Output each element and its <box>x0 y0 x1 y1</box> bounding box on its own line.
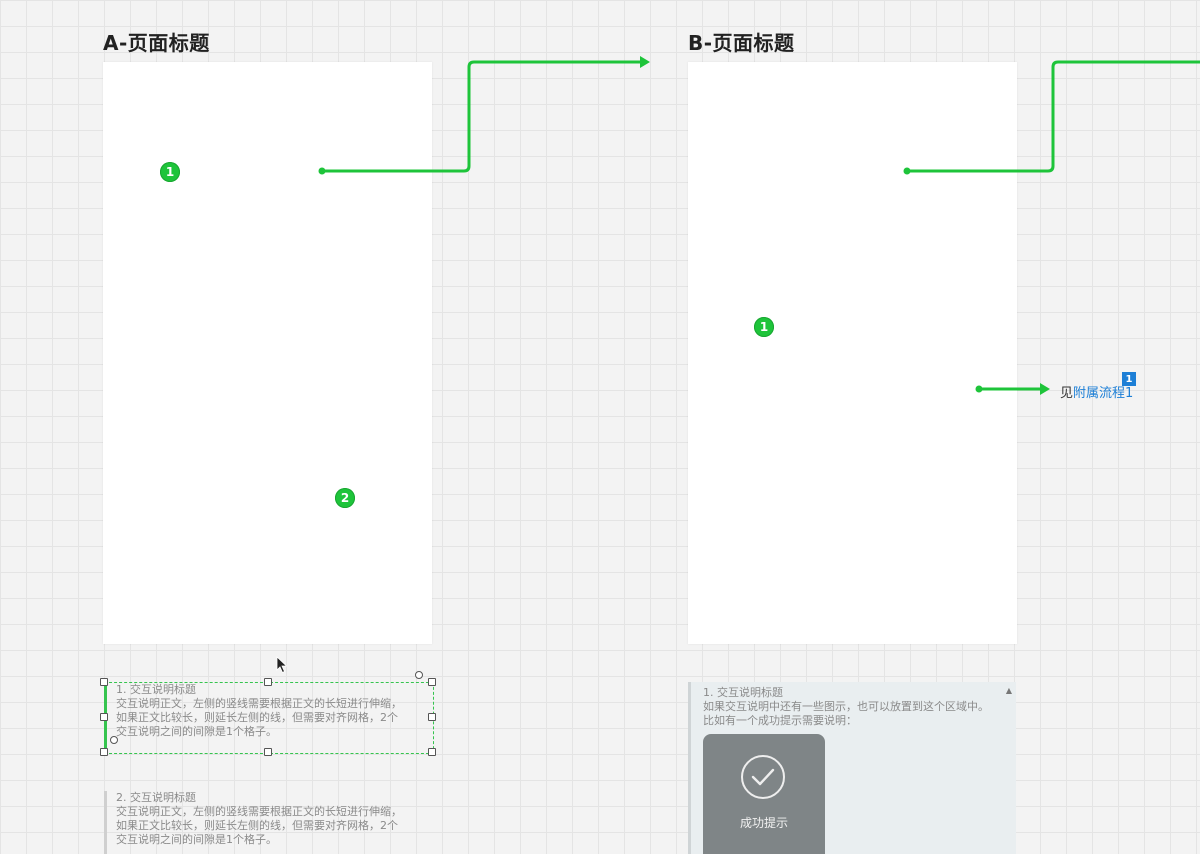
marker-b-1[interactable]: 1 <box>754 317 774 337</box>
note-body-line: 如果交互说明中还有一些图示，也可以放置到这个区域中。 <box>703 700 989 713</box>
mouse-cursor-icon <box>276 656 288 674</box>
page-title-b: B-页面标题 <box>688 31 795 55</box>
resize-handle-bottom-left[interactable] <box>100 748 108 756</box>
scroll-up-icon[interactable]: ▲ <box>1005 686 1012 695</box>
resize-handle-bottom-right[interactable] <box>428 748 436 756</box>
note-a-2[interactable]: 2. 交互说明标题 交互说明正文，左侧的竖线需要根据正文的长短进行伸缩， 如果正… <box>104 791 434 854</box>
check-circle-icon <box>741 755 785 799</box>
anchor-handle[interactable] <box>110 736 118 744</box>
page-frame-a[interactable] <box>103 62 432 644</box>
note-body-line: 交互说明正文，左侧的竖线需要根据正文的长短进行伸缩， <box>116 697 402 710</box>
toast-text: 成功提示 <box>739 816 788 830</box>
note-body-line: 交互说明之间的间隙是1个格子。 <box>116 833 277 846</box>
note-a-1[interactable]: 1. 交互说明标题 交互说明正文，左侧的竖线需要根据正文的长短进行伸缩， 如果正… <box>104 683 434 753</box>
note-b-1[interactable]: ▲ 1. 交互说明标题 如果交互说明中还有一些图示，也可以放置到这个区域中。 比… <box>688 682 1016 854</box>
note-body-line: 如果正文比较长，则延长左侧的线，但需要对齐网格，2个 <box>116 711 398 724</box>
note-body-line: 交互说明之间的间隙是1个格子。 <box>116 725 277 738</box>
note-body-line: 交互说明正文，左侧的竖线需要根据正文的长短进行伸缩， <box>116 805 402 818</box>
resize-handle-top[interactable] <box>264 678 272 686</box>
marker-a-2[interactable]: 2 <box>335 488 355 508</box>
footnote-badge[interactable]: 1 <box>1122 372 1136 386</box>
resize-handle-top-right[interactable] <box>428 678 436 686</box>
note-title: 2. 交互说明标题 <box>116 791 196 804</box>
note-body-line: 比如有一个成功提示需要说明： <box>703 714 857 727</box>
resize-handle-left[interactable] <box>100 713 108 721</box>
page-title-a: A-页面标题 <box>103 31 210 55</box>
resize-handle-bottom[interactable] <box>264 748 272 756</box>
subflow-link[interactable]: 见附属流程1 <box>1060 382 1133 401</box>
rotate-handle[interactable] <box>415 671 423 679</box>
page-frame-b[interactable] <box>688 62 1017 644</box>
success-toast: 成功提示 <box>703 734 825 854</box>
note-title: 1. 交互说明标题 <box>116 683 196 696</box>
resize-handle-right[interactable] <box>428 713 436 721</box>
subflow-link-prefix: 见 <box>1060 386 1074 401</box>
resize-handle-top-left[interactable] <box>100 678 108 686</box>
note-bar <box>104 791 107 854</box>
note-body-line: 如果正文比较长，则延长左侧的线，但需要对齐网格，2个 <box>116 819 398 832</box>
note-title: 1. 交互说明标题 <box>703 686 783 699</box>
subflow-link-label[interactable]: 附属流程1 <box>1073 386 1134 401</box>
marker-a-1[interactable]: 1 <box>160 162 180 182</box>
